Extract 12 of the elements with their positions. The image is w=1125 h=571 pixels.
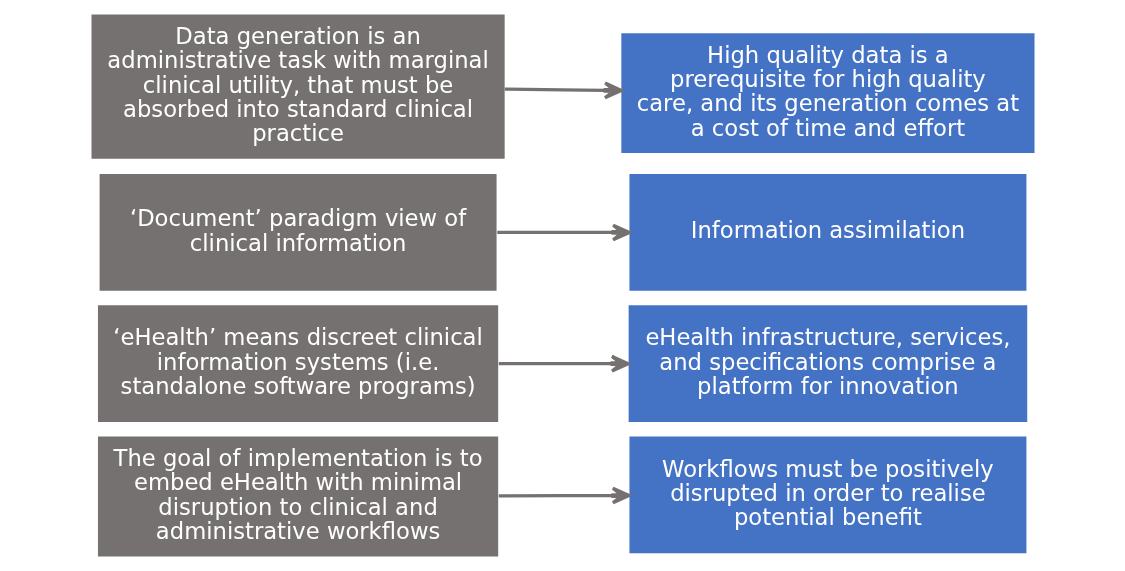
arrow (498, 486, 631, 505)
node-box: High quality data is a prerequisite for high quality care, and its generation comes at a cost of time and effort (620, 33, 1034, 154)
node-box: Information assimilation (628, 174, 1026, 291)
node-box: Workflows must be positively disrupted in order to realise potential benefit (628, 436, 1026, 554)
arrow (498, 354, 630, 373)
node-box: The goal of implementation is to embed eHealth with minimal disruption to clinical and administrative workflows (97, 436, 498, 557)
node-box: ‘Document’ paradigm view of clinical information (99, 174, 497, 291)
arrow (504, 81, 623, 100)
node-box: eHealth infrastructure, services, and specifications comprise a platform for innovation (628, 305, 1027, 422)
node-box: Data generation is an administrative task with marginal clinical utility, that must be absorbed into standard clinical practice (91, 14, 505, 159)
node-box: ‘eHealth’ means discreet clinical information systems (i.e. standalone software programs) (97, 305, 498, 422)
arrow (496, 223, 631, 242)
